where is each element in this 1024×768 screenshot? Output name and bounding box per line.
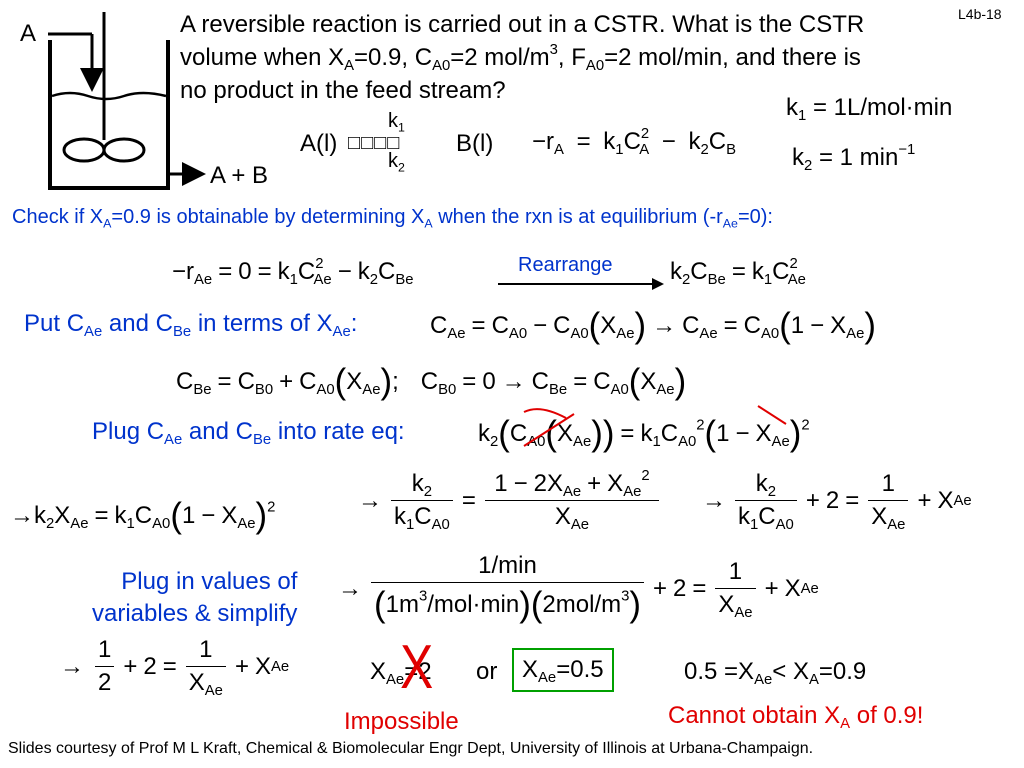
derivation-step-1: →k2XAe=k1CA0(1−XAe)2 [10,496,276,535]
feed-label: A [20,20,37,47]
rate-law: −rA = k1C2A − k2CB [532,125,737,159]
impossible-label: Impossible [344,708,459,735]
rearranged-equation: k2CBe=k1C2Ae [670,255,806,289]
slide-number: L4b-18 [958,6,1002,22]
check-equilibrium-line: Check if XA=0.9 is obtainable by determi… [12,206,773,231]
k1-constant: k1 = 1L/mol·min [786,94,953,125]
equilibrium-equation: −rAe=0=k1C2Ae−k2CBe [172,255,414,289]
problem-line-2: volume when XA=0.9, CA0=2 mol/m3, FA0=2 … [180,41,861,75]
reaction-reactant: A(l) [300,130,338,157]
cae-expression: CAe=CA0−CA0(XAe)→CAe=CA0(1−XAe) [430,306,876,345]
rearrange-arrow [498,278,664,290]
cannot-obtain-label: Cannot obtain XA of 0.9! [668,702,924,733]
problem-line-1: A reversible reaction is carried out in … [180,11,865,38]
k2-constant: k2 = 1 min−1 [792,141,916,175]
put-in-terms-line: Put CAe and CBe in terms of XAe: [24,310,358,341]
positive-root-box: XAe=0.5 [512,648,614,692]
plug-values-label: Plug in values of variables & simplify [92,568,298,627]
forward-rate-constant: k1 [388,110,405,135]
reverse-rate-constant: k2 [388,150,405,175]
impossible-x-mark: X [400,633,434,702]
reaction-glyphs: □□□□ [348,132,401,154]
plug-rate-eq-line: Plug CAe and CBe into rate eq: [92,418,405,449]
strike-marks [523,405,787,447]
plugged-rate-equation: k2(CA0(XAe))=k1CA02(1−XAe)2 [478,414,810,453]
cstr-diagram [48,12,206,190]
reaction-product: B(l) [456,130,494,157]
cbe-expression: CBe=CB0+CA0(XAe);CB0=0→CBe=CA0(XAe) [176,362,687,401]
footer-credit: Slides courtesy of Prof M L Kraft, Chemi… [8,740,814,757]
or-label: or [476,658,498,685]
problem-statement: A reversible reaction is carried out in … [180,8,864,107]
negative-root: XAe=2 [370,658,432,689]
rearrange-label: Rearrange [518,254,613,276]
comparison: 0.5 =XAe< XA=0.9 [684,658,867,689]
outlet-label: A + B [210,162,269,189]
problem-line-3: no product in the feed stream? [180,77,506,104]
